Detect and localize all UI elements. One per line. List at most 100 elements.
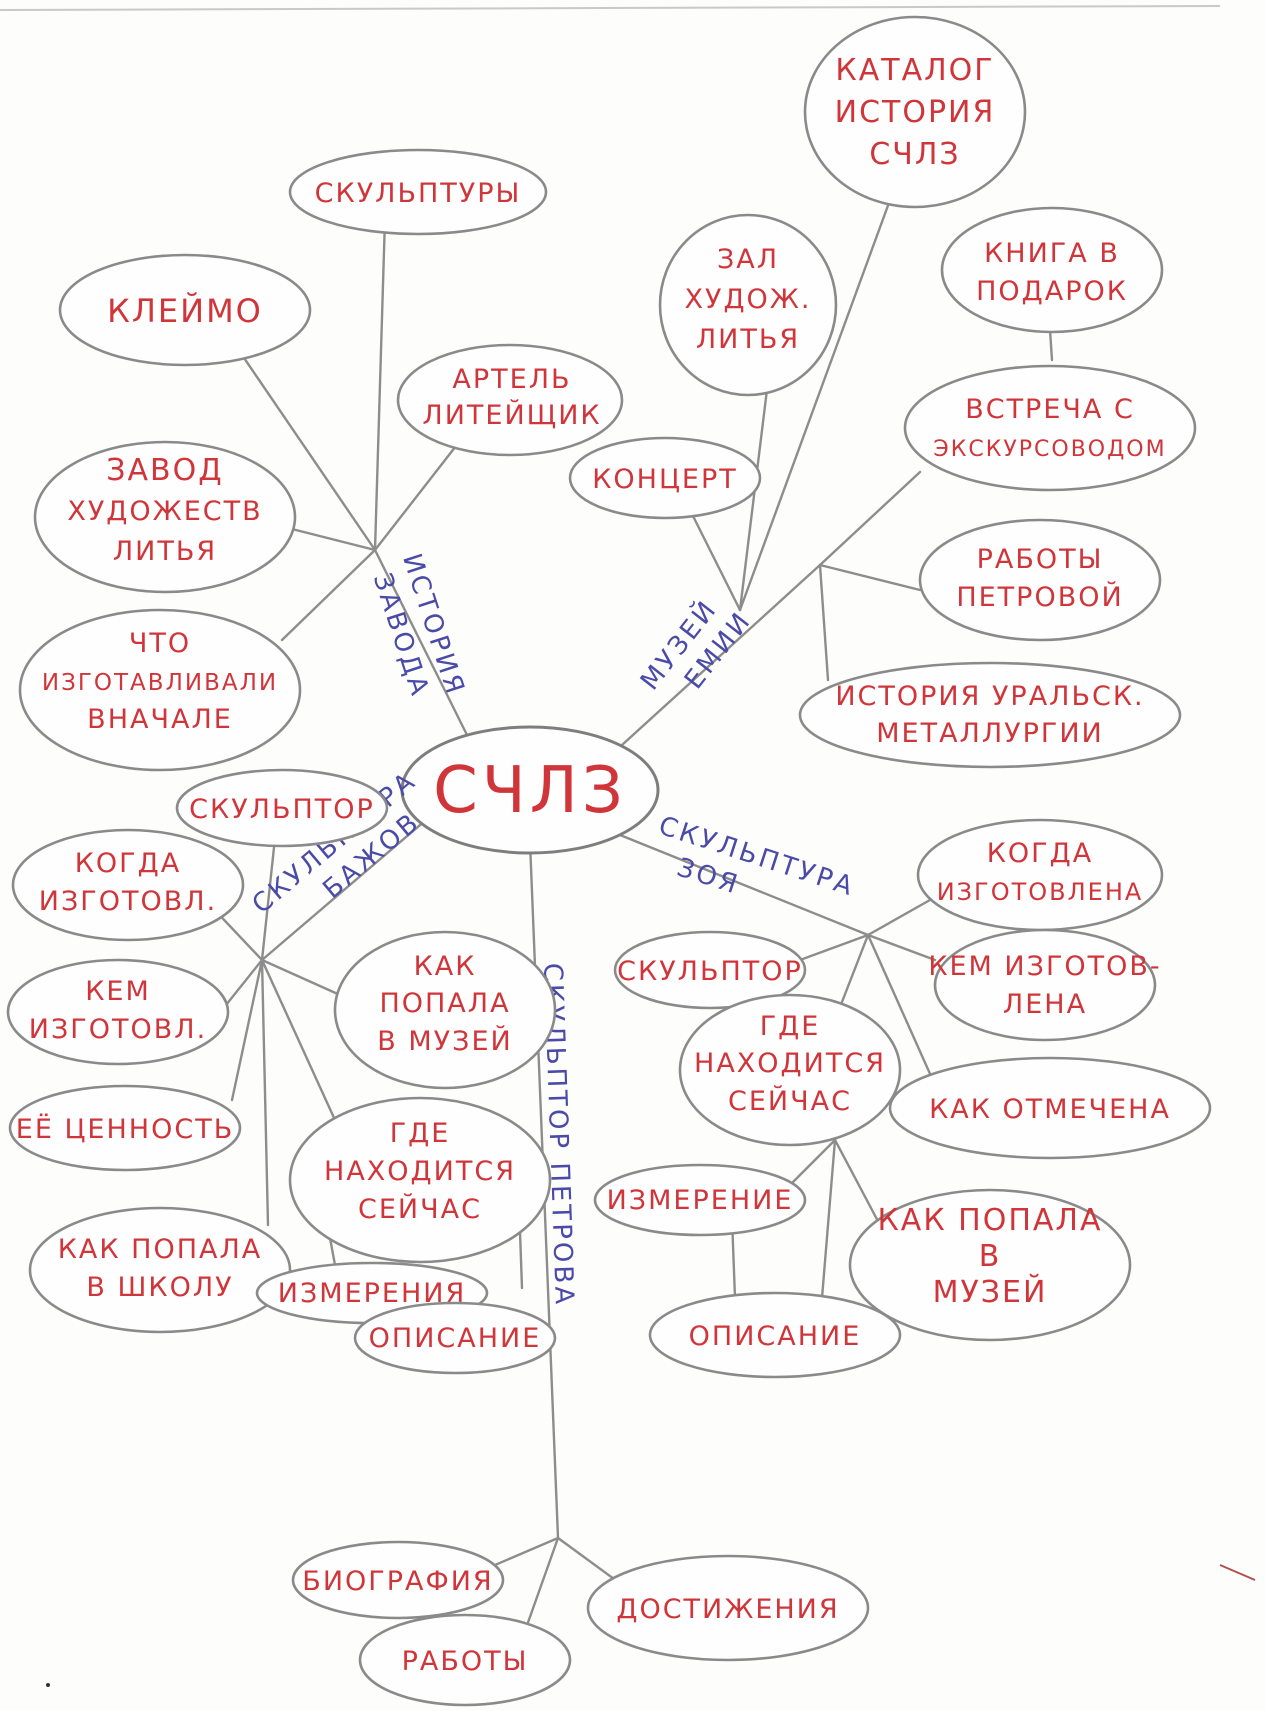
- node-istoriya-ural: ИСТОРИЯ УРАЛЬСК. МЕТАЛЛУРГИИ: [798, 661, 1182, 769]
- branch-label-zoya: СКУЛЬПТУРА ЗОЯ: [655, 811, 859, 903]
- svg-text:СКУЛЬПТУРЫ: СКУЛЬПТУРЫ: [315, 178, 522, 209]
- svg-text:ХУДОЖ.: ХУДОЖ.: [685, 284, 812, 315]
- edge-shkola: [260, 958, 270, 1227]
- node-artel: АРТЕЛЬ ЛИТЕЙЩИК: [396, 343, 624, 457]
- edge-skulptor-b: [260, 836, 277, 962]
- svg-text:ЕЁ ЦЕННОСТЬ: ЕЁ ЦЕННОСТЬ: [16, 1113, 234, 1145]
- svg-text:ЛЕНА: ЛЕНА: [1003, 989, 1087, 1020]
- svg-text:ЛИТЬЯ: ЛИТЬЯ: [113, 536, 217, 567]
- edge-museum-branch: [620, 563, 822, 747]
- node-dostizheniya: ДОСТИЖЕНИЯ: [586, 1554, 870, 1662]
- svg-text:ИЗГОТОВЛ.: ИЗГОТОВЛ.: [39, 886, 217, 917]
- node-kogda-b: КОГДА ИЗГОТОВЛ.: [11, 828, 245, 942]
- node-otmechena: КАК ОТМЕЧЕНА: [888, 1056, 1212, 1160]
- edge-kogda-z: [866, 898, 932, 937]
- edge-bazhov-branch: [260, 806, 442, 962]
- node-skulptor-b: СКУЛЬПТОР: [175, 768, 389, 848]
- svg-text:КАК: КАК: [414, 951, 477, 982]
- edge-raboty-petrovoi: [818, 563, 922, 592]
- svg-text:КНИГА В: КНИГА В: [984, 238, 1120, 269]
- svg-text:ИЗМЕРЕНИЕ: ИЗМЕРЕНИЕ: [607, 1185, 794, 1216]
- node-katalog: КАТАЛОГ ИСТОРИЯ СЧЛЗ: [803, 15, 1027, 209]
- node-shkola: КАК ПОПАЛА В ШКОЛУ: [28, 1206, 292, 1334]
- edge-zavod: [286, 526, 377, 552]
- node-opisanie-b: ОПИСАНИЕ: [353, 1301, 557, 1375]
- svg-text:КАТАЛОГ: КАТАЛОГ: [835, 53, 994, 88]
- svg-text:ЛИТЬЯ: ЛИТЬЯ: [696, 324, 800, 355]
- node-gde-z: ГДЕ НАХОДИТСЯ СЕЙЧАС: [678, 993, 902, 1147]
- svg-text:ЧТО: ЧТО: [129, 628, 191, 659]
- edge-gde-b: [260, 958, 337, 1122]
- node-chto-izgot: ЧТО ИЗГОТАВЛИВАЛИ ВНАЧАЛЕ: [18, 608, 302, 772]
- svg-text:КАК ПОПАЛА: КАК ПОПАЛА: [878, 1203, 1103, 1238]
- pen-mark: [1219, 1564, 1256, 1581]
- svg-text:СЧЛЗ: СЧЛЗ: [869, 137, 960, 172]
- svg-text:РАБОТЫ: РАБОТЫ: [402, 1646, 529, 1677]
- node-raboty: РАБОТЫ: [358, 1613, 572, 1707]
- edge-chto: [280, 548, 377, 642]
- svg-text:ЭКСКУРСОВОДОМ: ЭКСКУРСОВОДОМ: [933, 437, 1166, 462]
- svg-text:БИОГРАФИЯ: БИОГРАФИЯ: [302, 1566, 493, 1597]
- edge-opisanie-b: [518, 1230, 524, 1290]
- edge-kak-muzei-z: [833, 1138, 882, 1227]
- branch-label-history: ИСТОРИЯ ЗАВОДА: [367, 550, 471, 702]
- branch-label-museum: МУЗЕЙ ЕМИИ: [633, 593, 758, 696]
- node-skulptor-z: СКУЛЬПТОР: [613, 930, 807, 1010]
- svg-text:НАХОДИТСЯ: НАХОДИТСЯ: [324, 1156, 516, 1187]
- node-kem-z: КЕМ ИЗГОТОВ- ЛЕНА: [928, 928, 1161, 1042]
- svg-text:ИЗГОТОВЛ.: ИЗГОТОВЛ.: [29, 1014, 207, 1045]
- svg-text:ОПИСАНИЕ: ОПИСАНИЕ: [689, 1321, 862, 1352]
- svg-text:КАК ОТМЕЧЕНА: КАК ОТМЕЧЕНА: [929, 1094, 1171, 1125]
- node-vstrecha: ВСТРЕЧА С ЭКСКУРСОВОДОМ: [903, 364, 1197, 492]
- svg-text:СЕЙЧАС: СЕЙЧАС: [728, 1085, 852, 1117]
- svg-text:В: В: [979, 1239, 1002, 1274]
- svg-text:КЛЕЙМО: КЛЕЙМО: [107, 292, 263, 330]
- svg-text:КОНЦЕРТ: КОНЦЕРТ: [592, 464, 738, 495]
- node-zal: ЗАЛ ХУДОЖ. ЛИТЬЯ: [658, 213, 838, 397]
- node-skulptury: СКУЛЬПТУРЫ: [288, 148, 548, 236]
- svg-text:ПОДАРОК: ПОДАРОК: [976, 276, 1128, 307]
- center-label: СЧЛЗ: [433, 754, 627, 828]
- svg-text:СЕЙЧАС: СЕЙЧАС: [358, 1193, 482, 1225]
- svg-text:КЕМ ИЗГОТОВ-: КЕМ ИЗГОТОВ-: [928, 951, 1161, 982]
- edge-history-branch: [373, 548, 470, 739]
- node-kak-muzei-b: КАК ПОПАЛА В МУЗЕЙ: [333, 930, 557, 1090]
- svg-text:МУЗЕЙ: МУЗЕЙ: [933, 1274, 1048, 1310]
- svg-text:КАК ПОПАЛА: КАК ПОПАЛА: [58, 1234, 263, 1265]
- paper-edge: [0, 5, 1221, 11]
- svg-text:ЗАВОД: ЗАВОД: [106, 453, 223, 488]
- svg-text:ИСТОРИЯ: ИСТОРИЯ: [835, 95, 996, 130]
- svg-text:ПЕТРОВОЙ: ПЕТРОВОЙ: [956, 581, 1123, 613]
- node-gde-b: ГДЕ НАХОДИТСЯ СЕЙЧАС: [288, 1096, 552, 1264]
- svg-text:ДОСТИЖЕНИЯ: ДОСТИЖЕНИЯ: [616, 1594, 839, 1625]
- node-koncert: КОНЦЕРТ: [568, 436, 762, 520]
- edge-zoya-branch: [618, 833, 870, 937]
- svg-text:ЗАЛ: ЗАЛ: [717, 244, 779, 275]
- svg-text:ОПИСАНИЕ: ОПИСАНИЕ: [369, 1323, 542, 1354]
- node-izmerenie-z: ИЗМЕРЕНИЕ: [593, 1163, 807, 1237]
- node-biografiya: БИОГРАФИЯ: [291, 1540, 505, 1620]
- svg-text:ХУДОЖЕСТВ: ХУДОЖЕСТВ: [67, 496, 262, 527]
- svg-text:ВНАЧАЛЕ: ВНАЧАЛЕ: [87, 704, 233, 735]
- node-kem-b: КЕМ ИЗГОТОВЛ.: [6, 958, 230, 1066]
- svg-text:РАБОТЫ: РАБОТЫ: [977, 544, 1104, 575]
- svg-text:ПОПАЛА: ПОПАЛА: [379, 988, 510, 1019]
- edge-izmerenie-z: [788, 1138, 837, 1187]
- edge-kleimo: [240, 353, 377, 552]
- center-node: СЧЛЗ: [400, 725, 660, 855]
- node-kleimo: КЛЕЙМО: [58, 253, 312, 367]
- edge-kem-z: [866, 933, 937, 962]
- svg-text:ИЗГОТОВЛЕНА: ИЗГОТОВЛЕНА: [937, 878, 1144, 906]
- svg-text:КОГДА: КОГДА: [987, 838, 1093, 869]
- svg-text:ГДЕ: ГДЕ: [390, 1118, 451, 1149]
- svg-text:ИЗГОТАВЛИВАЛИ: ИЗГОТАВЛИВАЛИ: [42, 670, 278, 696]
- node-cennost: ЕЁ ЦЕННОСТЬ: [8, 1084, 242, 1172]
- edge-izmereniya-b: [328, 1236, 337, 1267]
- svg-text:КЕМ: КЕМ: [85, 976, 151, 1007]
- edge-vstrecha: [818, 470, 922, 567]
- edge-skulptury: [373, 216, 387, 552]
- svg-text:НАХОДИТСЯ: НАХОДИТСЯ: [694, 1048, 886, 1079]
- svg-text:СКУЛЬПТОР: СКУЛЬПТОР: [617, 956, 803, 987]
- node-zavod: ЗАВОД ХУДОЖЕСТВ ЛИТЬЯ: [33, 440, 297, 594]
